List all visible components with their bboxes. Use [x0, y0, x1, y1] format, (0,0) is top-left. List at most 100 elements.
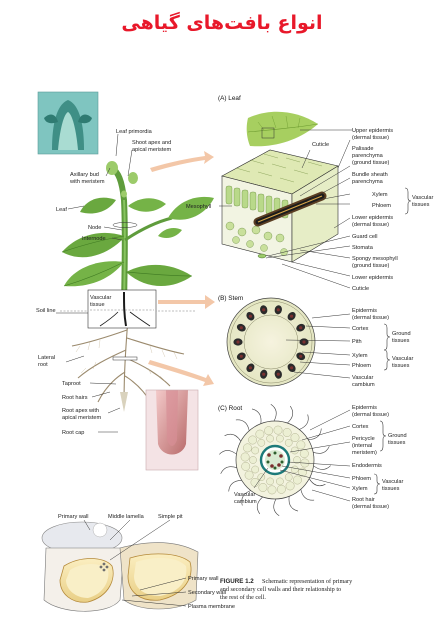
caption-line-2: and secondary cell walls and their relat…: [220, 586, 341, 593]
stem-bundle-core: [290, 314, 294, 318]
leaf-label-spongy-1: Spongy mesophyll: [352, 256, 398, 262]
leaf-label-xylem: Xylem: [372, 192, 388, 198]
root-cortex-cell: [285, 481, 295, 491]
root-label-epi-1: Epidermis: [352, 405, 377, 411]
root-label-ground-1: Ground: [388, 433, 407, 439]
leaf-label-upper-epi-2: (dermal tissue): [352, 135, 389, 141]
stem-bundle-core: [276, 308, 280, 312]
leaf-panel: [221, 111, 339, 263]
label-soil-line: Soil line: [36, 308, 56, 314]
root-cortex-cell: [248, 435, 257, 445]
leaf-label-bundle-2: parenchyma: [352, 179, 384, 185]
stem-label-pith: Pith: [352, 339, 362, 345]
root-hair: [308, 428, 322, 440]
root-cortex-cell: [290, 433, 300, 442]
label-root-apex-1: Root apex with: [62, 408, 99, 414]
root-label-hair-1: Root hair: [352, 497, 375, 503]
root-cortex-cell: [276, 477, 284, 486]
label-leaf-primordia: Leaf primordia: [116, 129, 153, 135]
root-label-xylem: Xylem: [352, 486, 368, 492]
caption-figure: FIGURE 1.2: [220, 578, 254, 585]
stem-label-phloem: Phloem: [352, 363, 371, 369]
label-root-apex-2: apical meristem: [62, 415, 102, 421]
cell-label-middle-lamella: Middle lamella: [108, 514, 145, 520]
label-vascular-2: tissue: [90, 302, 105, 308]
stem-bundle-core: [299, 326, 303, 330]
plant-cells-illustration: [41, 521, 199, 612]
root-cortex-cell: [291, 465, 299, 474]
leaf-label-palisade-3: (ground tissue): [352, 160, 389, 166]
stem-heading: (B) Stem: [218, 295, 243, 302]
root-label-ground-2: tissues: [388, 440, 406, 446]
label-internode: Internode: [82, 236, 106, 242]
label-axillary-2: with meristem: [69, 179, 105, 185]
root-tip-micrograph: [145, 389, 199, 471]
cell-label-plasma-membrane: Plasma membrane: [188, 604, 235, 610]
root-hair: [270, 403, 277, 422]
leaf-label-mesophyll: Mesophyll: [186, 204, 211, 210]
leaf-label-guard-cell: Guard cell: [352, 234, 378, 240]
leaf-label-cuticle-top: Cuticle: [312, 142, 329, 148]
root-cortex-cell: [251, 465, 259, 474]
leaf-label-bundle-1: Bundle sheath: [352, 172, 388, 178]
leaf-label-cuticle-bottom: Cuticle: [352, 286, 369, 292]
root-cortex-cell: [293, 475, 302, 485]
stem-label-vascular-2: tissues: [392, 363, 410, 369]
root-hair: [228, 480, 242, 492]
root-cortex-cells: [240, 425, 310, 495]
stem-label-epi-1: Epidermis: [352, 308, 377, 314]
root-cortex-cell: [257, 439, 266, 447]
root-hair: [308, 478, 326, 487]
leaf-label-vascular-2: tissues: [412, 202, 430, 208]
leaf-label-upper-epi-1: Upper epidermis: [352, 128, 393, 134]
root-cortex-cell: [296, 440, 306, 450]
stem-label-epi-2: (dermal tissue): [352, 315, 389, 321]
root-cortex-cell: [244, 470, 254, 480]
root-hair: [288, 496, 299, 512]
stem-bundle-core: [262, 372, 266, 376]
root-cortex-cell: [267, 485, 277, 495]
root-label-cambium-1: Vascular: [234, 492, 255, 498]
stem-label-cambium-1: Vascular: [352, 375, 373, 381]
root-cortex-cell: [299, 449, 309, 458]
root-cortex-cell: [276, 434, 284, 443]
root-label-pericycle-2: (internal: [352, 443, 372, 449]
root-hair: [241, 490, 251, 506]
leaf-label-lower-epidermis: Lower epidermis: [352, 275, 393, 281]
root-hair: [224, 433, 242, 442]
label-leaf: Leaf: [56, 207, 67, 213]
cell-label-primary-wall-top: Primary wall: [58, 514, 88, 520]
label-root-hairs: Root hairs: [62, 395, 88, 401]
root-label-epi-2: (dermal tissue): [352, 412, 389, 418]
root-label-endodermis: Endodermis: [352, 463, 382, 469]
root-cortex-cell: [249, 456, 257, 464]
root-cortex-cell: [266, 477, 274, 486]
root-label-pericycle-1: Pericycle: [352, 436, 375, 442]
root-hair: [287, 405, 294, 424]
label-axillary-1: Axillary bud: [70, 172, 99, 178]
root-hair: [300, 489, 315, 501]
root-cortex-cell: [284, 473, 293, 481]
stem-bundle-core: [262, 308, 266, 312]
root-cortex-cell: [264, 426, 273, 436]
root-cortex-cell: [282, 428, 292, 437]
stem-cross-section: [226, 297, 316, 387]
root-cross-section: [219, 403, 331, 517]
caption-line-3: the rest of the cell.: [220, 594, 266, 601]
root-cortex-cell: [251, 446, 259, 455]
root-hair: [220, 466, 237, 474]
root-cortex-cell: [243, 443, 252, 453]
caption-line-1: Schematic representation of primary: [262, 578, 353, 585]
root-hair: [219, 450, 237, 455]
leaf-label-spongy-2: (ground tissue): [352, 263, 389, 269]
label-vascular-1: Vascular: [90, 295, 111, 301]
leaf-label-palisade-2: parenchyma: [352, 153, 384, 159]
root-cortex-cell: [284, 439, 293, 447]
stem-bundle-core: [239, 326, 243, 330]
stem-bundle-core: [299, 354, 303, 358]
root-cortex-cell: [258, 483, 268, 492]
root-cortex-cell: [293, 456, 301, 464]
stem-bundle-core: [302, 340, 306, 344]
